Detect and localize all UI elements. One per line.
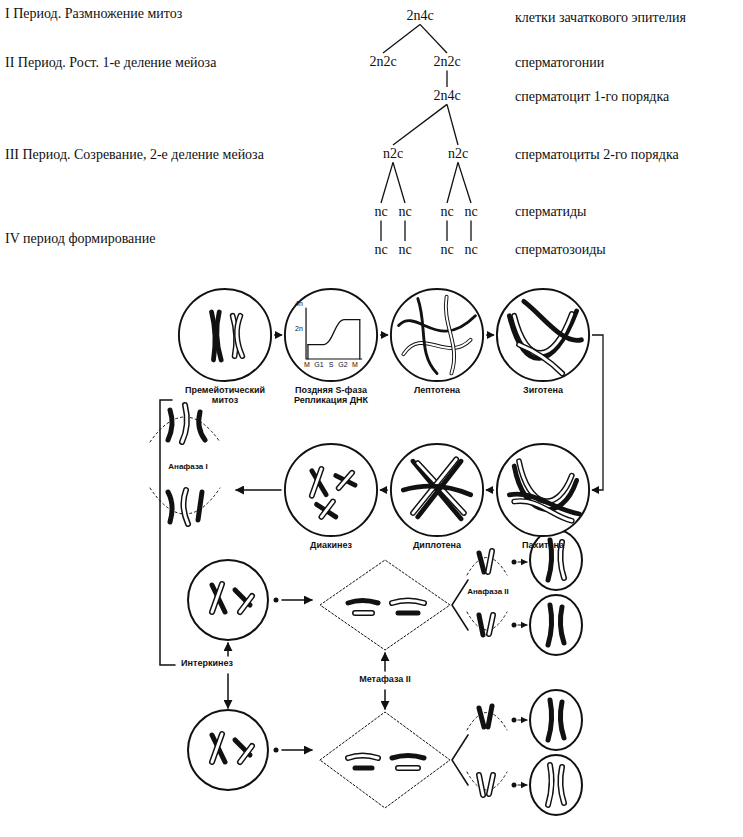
connector-line	[404, 220, 405, 241]
stage-label: Премейотический митоз	[179, 386, 271, 406]
period-label: IV период формирование	[5, 231, 156, 246]
stage-circle: Диакинез	[283, 442, 379, 538]
cell-outline	[283, 442, 379, 538]
period-label: I Период. Размножение митоз	[5, 6, 182, 21]
ploidy-formula: nc	[374, 204, 387, 219]
cell-outline	[177, 287, 273, 383]
period-label: сперматоциты 2-го порядка	[515, 147, 679, 162]
formula-node: nc	[440, 204, 453, 219]
stage-label: Пахитена	[497, 541, 589, 551]
formula-node: nc	[464, 242, 477, 257]
axis-label: M	[304, 361, 310, 369]
connector-line	[393, 162, 405, 203]
ploidy-formula: nc	[440, 242, 453, 257]
stage-circle: Диплотена	[389, 442, 485, 538]
period-label: клетки зачаткового эпителия	[515, 10, 686, 25]
connector-line	[393, 104, 447, 145]
formula-node: 2n4c	[406, 8, 433, 23]
period-label: II Период. Рост. 1-е деление мейоза	[5, 55, 216, 70]
ploidy-formula: 2n2c	[369, 54, 396, 69]
stage-label: Зиготена	[497, 386, 589, 396]
formula-node: 2n2c	[433, 54, 460, 69]
stage-circle: Лептотена	[389, 287, 485, 383]
connector-line	[486, 489, 494, 490]
formula-node: n2c	[448, 146, 468, 161]
ploidy-formula: 2n2c	[433, 54, 460, 69]
stage-label: Диплотена	[391, 541, 483, 551]
ploidy-formula: 2n4c	[406, 8, 433, 23]
axis-label: G2	[338, 361, 347, 369]
connector-line	[383, 24, 420, 53]
period-label: сперматозоиды	[515, 242, 606, 257]
stage-label: Лептотена	[391, 386, 483, 396]
connector-line	[274, 334, 282, 335]
stage-label: Анафаза I	[168, 463, 207, 472]
connector-line	[486, 334, 494, 335]
connector-line	[458, 162, 471, 203]
formula-node: nc	[398, 242, 411, 257]
connector-line	[447, 162, 458, 203]
connector-line	[470, 220, 471, 241]
cell-outline	[495, 287, 591, 383]
cell-outline	[389, 287, 485, 383]
ploidy-formula: nc	[398, 242, 411, 257]
stage-label: Диакинез	[285, 541, 377, 551]
stage-circle: Зиготена	[495, 287, 591, 383]
formula-node: 2n2c	[369, 54, 396, 69]
formula-node: 2n4c	[433, 88, 460, 103]
ploidy-formula: nc	[440, 204, 453, 219]
period-label: III Период. Созревание, 2-е деление мейо…	[5, 147, 264, 162]
formula-node: nc	[440, 242, 453, 257]
ploidy-formula: nc	[464, 242, 477, 257]
ploidy-formula: n2c	[383, 146, 403, 161]
stage-label: Поздняя S-фаза Репликация ДНК	[285, 386, 377, 406]
ploidy-formula: nc	[464, 204, 477, 219]
period-label: сперматоцит 1-го порядка	[515, 89, 669, 104]
connector-line	[420, 24, 447, 53]
ploidy-formula: 2n4c	[433, 88, 460, 103]
axis-label: S	[329, 361, 334, 369]
formula-node: nc	[374, 204, 387, 219]
cell-outline	[495, 442, 591, 538]
axis-label: 2n	[295, 325, 303, 333]
stage-label: Метафаза II	[359, 675, 411, 685]
axis-label: M	[352, 361, 358, 369]
formula-node: nc	[374, 242, 387, 257]
connector-line	[380, 489, 388, 490]
axis-label: G1	[314, 361, 323, 369]
connector-line	[592, 335, 603, 490]
stage-label: Анафаза II	[467, 588, 509, 597]
stage-circle: Пахитена	[495, 442, 591, 538]
connector-line	[447, 104, 458, 145]
ploidy-formula: nc	[374, 242, 387, 257]
period-label: сперматиды	[515, 204, 586, 219]
connector-line	[381, 162, 393, 203]
formula-node: nc	[464, 204, 477, 219]
stage-label: Интеркинез	[181, 659, 233, 669]
formula-node: nc	[398, 204, 411, 219]
period-label: сперматогонии	[515, 55, 604, 70]
connector-line	[380, 220, 381, 241]
ploidy-formula: n2c	[448, 146, 468, 161]
connector-line	[380, 334, 388, 335]
stage-circle: Премейотический митоз	[177, 287, 273, 383]
connector-line	[446, 220, 447, 241]
formula-node: n2c	[383, 146, 403, 161]
ploidy-formula: nc	[398, 204, 411, 219]
cell-outline	[389, 442, 485, 538]
axis-label: 4n	[295, 300, 303, 308]
connector-line	[446, 70, 447, 87]
